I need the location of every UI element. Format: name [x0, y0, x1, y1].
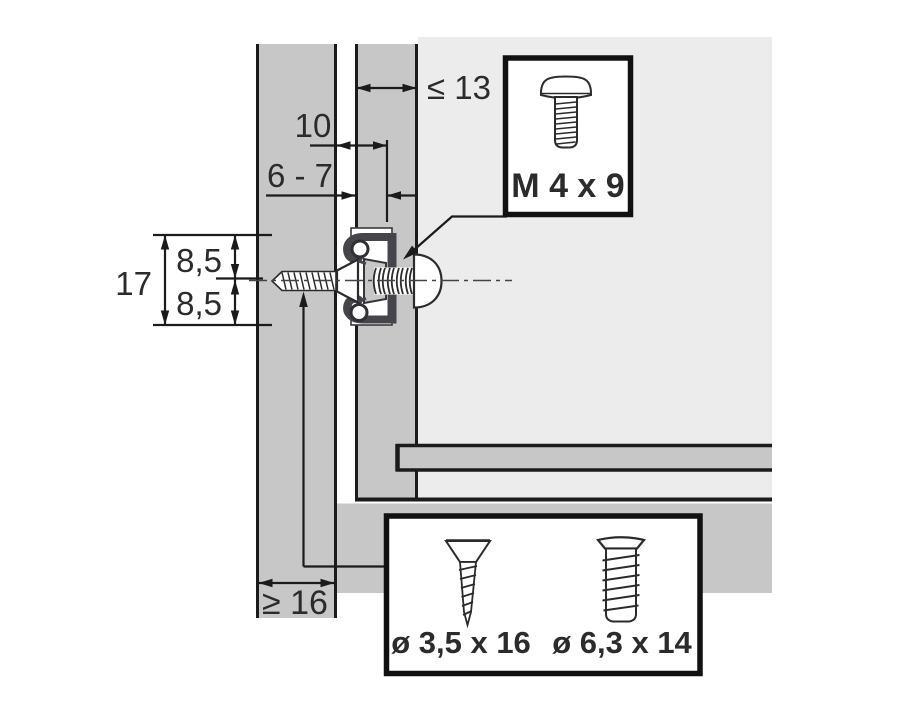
euro-screw-icon	[596, 536, 646, 623]
machine-screw-box-icon	[540, 75, 592, 149]
wood-screw-pointer-arrow	[299, 291, 386, 568]
dim-panel-thickness: ≥ 16	[258, 578, 335, 622]
dim-groove-offset: 10	[295, 107, 387, 150]
countersunk-screw-icon	[444, 539, 492, 629]
dim-screw-projection-label: 6 - 7	[267, 157, 333, 194]
m4x9-callout-box: M 4 x 9	[403, 55, 634, 260]
cabinet-side-panel	[256, 44, 337, 618]
dim-drawer-thickness-label: ≤ 13	[427, 69, 491, 106]
dim-total-height-label: 17	[115, 265, 152, 302]
dim-half-bottom-label: 8,5	[176, 285, 222, 322]
dim-groove-offset-label: 10	[295, 107, 332, 144]
dim-screw-projection: 6 - 7	[266, 157, 417, 200]
m4x9-pointer-arrowhead	[403, 245, 418, 260]
dim-groove-heights: 17 8,5 8,5	[115, 233, 272, 327]
ball-bearing-top-icon	[350, 239, 370, 259]
profile-top-hook	[343, 233, 395, 263]
ball-bearing-bottom-icon	[349, 303, 369, 322]
screw-sizes-callout-box: ø 3,5 x 16 ø 6,3 x 14	[383, 513, 703, 677]
euro-screw-label: ø 6,3 x 14	[552, 625, 692, 660]
chipboard-screw-label: ø 3,5 x 16	[391, 625, 531, 660]
drawer-bottom-rail	[395, 443, 772, 472]
dim-half-top-label: 8,5	[176, 242, 222, 279]
dim-panel-thickness-label: ≥ 16	[262, 584, 328, 622]
dim-drawer-thickness: ≤ 13	[356, 69, 491, 106]
m4x9-pointer-line	[413, 215, 507, 251]
machine-screw-label: M 4 x 9	[511, 167, 624, 205]
